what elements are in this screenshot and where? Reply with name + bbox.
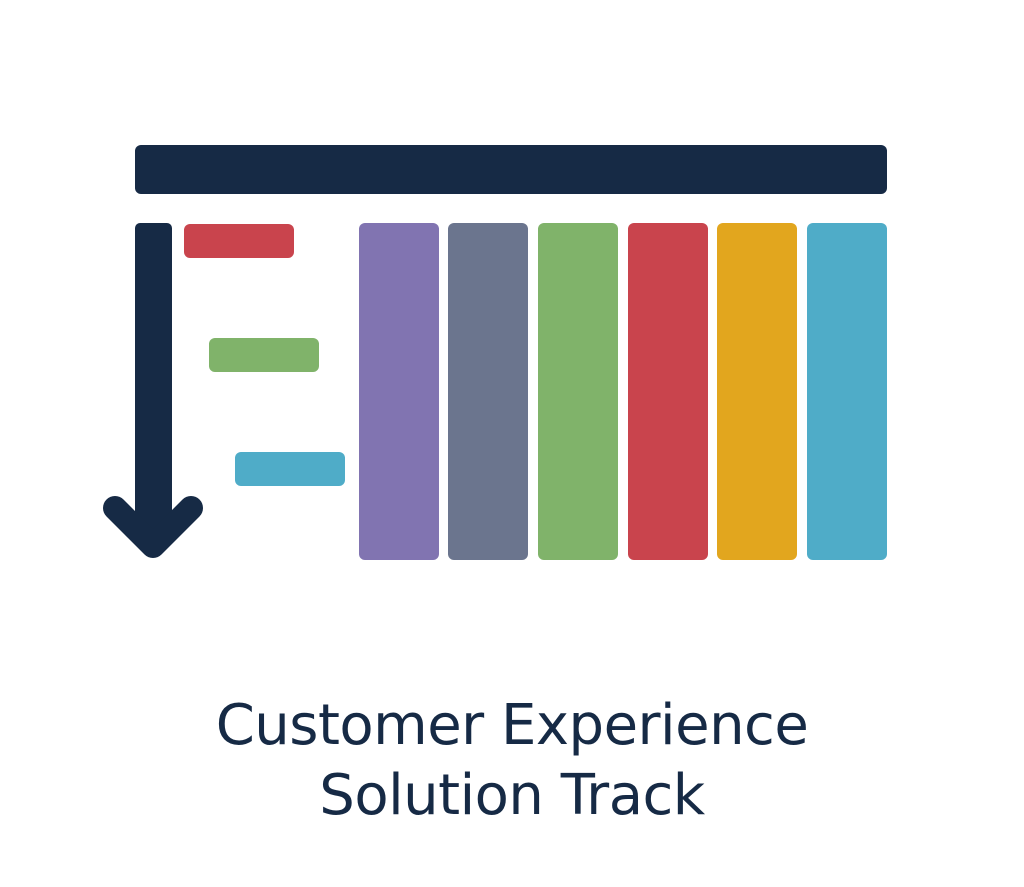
title-line-2: Solution Track bbox=[319, 763, 705, 828]
column-green bbox=[538, 223, 618, 560]
column-slate bbox=[448, 223, 528, 560]
column-purple bbox=[359, 223, 439, 560]
column-yellow bbox=[717, 223, 797, 560]
down-arrow-icon bbox=[103, 223, 203, 558]
header-bar bbox=[135, 145, 887, 194]
step-bar-red bbox=[184, 224, 294, 258]
step-bar-green bbox=[209, 338, 319, 372]
step-bar-cyan bbox=[235, 452, 345, 486]
column-cyan bbox=[807, 223, 887, 560]
column-red bbox=[628, 223, 708, 560]
title-line-1: Customer Experience bbox=[215, 693, 809, 758]
